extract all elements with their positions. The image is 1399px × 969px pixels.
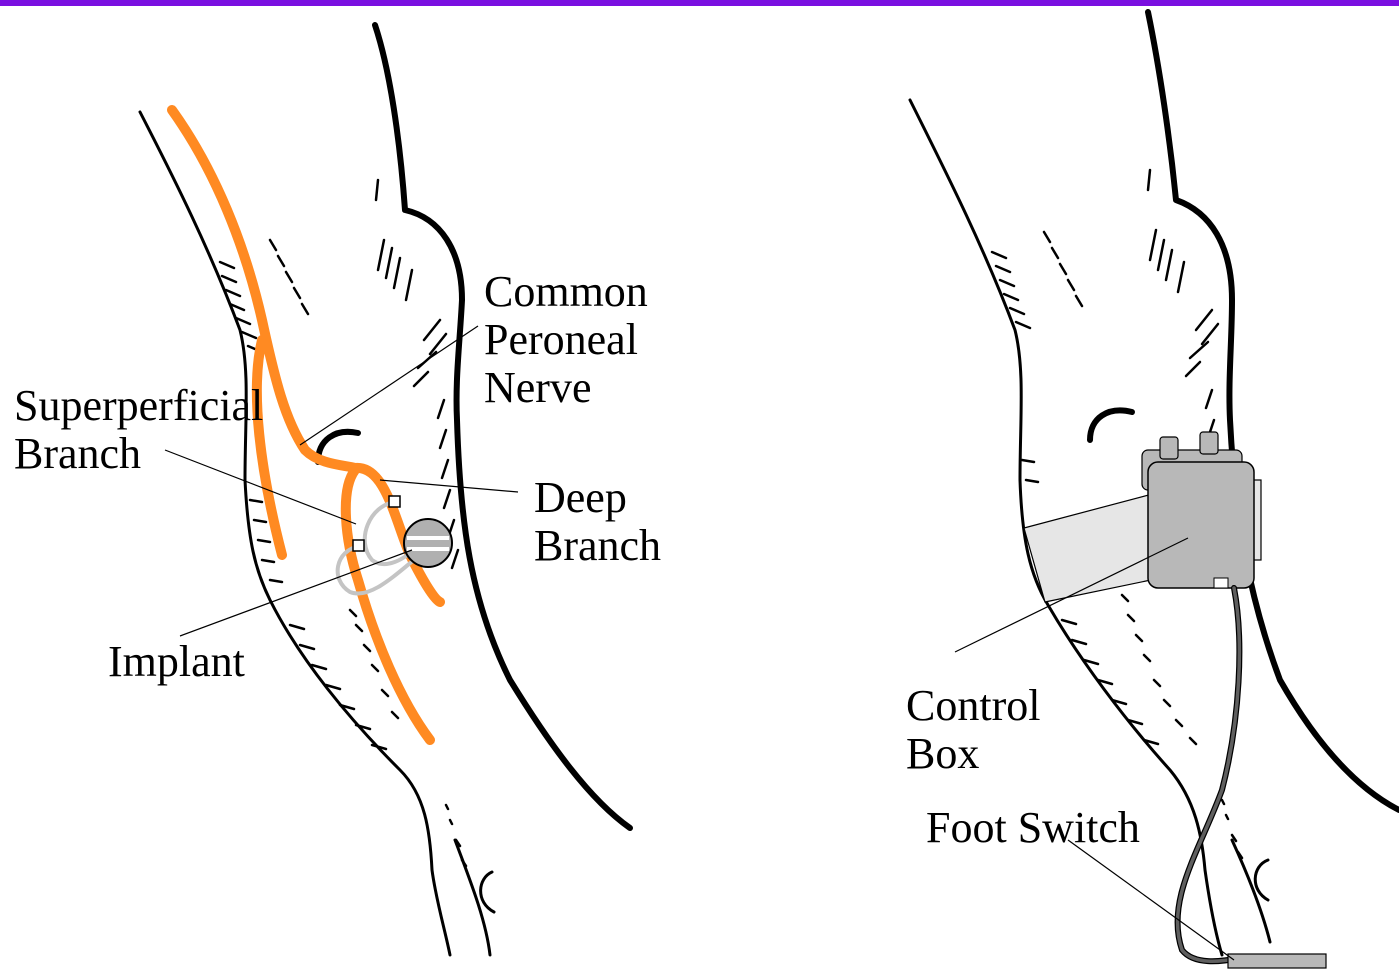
control-box (1148, 462, 1254, 588)
right-leg-back-outline (1148, 12, 1399, 810)
left-leader-lines (165, 326, 518, 636)
label-common-peroneal-line1: Common (484, 268, 648, 316)
label-deep-line1: Deep (534, 474, 627, 522)
control-box-assembly (1024, 432, 1261, 602)
nerve-superficial-branch (346, 470, 430, 740)
label-common-peroneal-line3: Nerve (484, 364, 592, 412)
connector-right (1200, 432, 1218, 454)
label-foot-switch: Foot Switch (926, 804, 1140, 852)
left-leg-shin-outline (455, 840, 490, 955)
leader-common-peroneal (300, 326, 478, 445)
right-ankle-mark (1255, 860, 1268, 900)
foot-switch-assembly (1177, 588, 1326, 968)
electrode-cuff-upper (389, 496, 400, 507)
right-knee-mark (1090, 410, 1132, 440)
left-ankle-mark (481, 872, 494, 912)
label-superficial-line1: Superperficial (14, 382, 263, 430)
cable-port (1214, 578, 1228, 588)
foot-switch-cable (1177, 588, 1240, 961)
connector-left (1160, 437, 1178, 459)
right-leg-shin-outline (1232, 840, 1270, 942)
foot-switch (1228, 954, 1326, 968)
implant-receiver (404, 519, 452, 567)
label-control-box-line1: Control (906, 682, 1040, 730)
electrode-cuff-lower (353, 540, 364, 551)
leader-implant (180, 550, 412, 636)
label-deep-line2: Branch (534, 522, 661, 570)
label-common-peroneal-line2: Peroneal (484, 316, 638, 364)
label-superficial-line2: Branch (14, 430, 141, 478)
label-control-box-line2: Box (906, 730, 979, 778)
label-implant: Implant (108, 638, 245, 686)
right-leader-lines (955, 538, 1234, 960)
